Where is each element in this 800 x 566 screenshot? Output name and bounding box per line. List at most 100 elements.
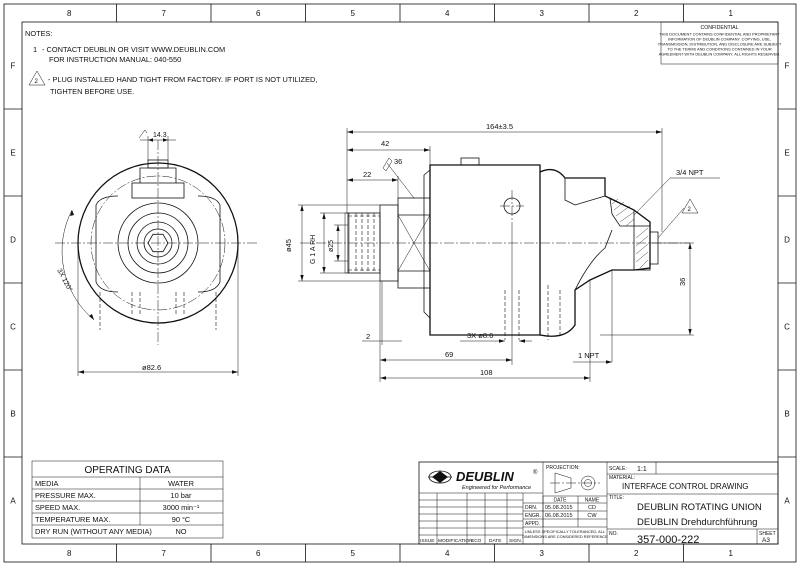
note2-flag-number: 2 (688, 207, 692, 213)
zone-column-label: 6 (256, 549, 261, 558)
note2-triangle (28, 70, 46, 86)
dim-front-diameter: ø82.6 (142, 363, 161, 372)
dim-2: 2 (366, 332, 370, 341)
note2-line2: TIGHTEN BEFORE USE. (50, 87, 134, 96)
zone-row-label: D (10, 236, 16, 245)
port-bottom-label: 1 NPT (578, 351, 600, 360)
op-value-media: WATER (168, 479, 194, 488)
dim-108: 108 (480, 368, 493, 377)
zone-column-label: 6 (256, 9, 261, 18)
op-label-pressure: PRESSURE MAX. (35, 491, 96, 500)
zone-row-label: B (784, 410, 789, 419)
rev-col-date: DATE (489, 538, 501, 544)
scale-value: 1:1 (637, 466, 647, 473)
zone-row-label: E (10, 149, 15, 158)
dim-thread: G 1 A RH (310, 235, 317, 264)
number-label: NO. (609, 531, 618, 537)
rev-col-sign: SIGN. (509, 538, 522, 544)
confidential-line: TRANSMISSION, DISTRIBUTION, AND DISCLOSU… (658, 42, 782, 47)
rev-col-modification: MODIFICATION (438, 538, 473, 544)
dim-42: 42 (381, 139, 389, 148)
engr-label: ENGR. (525, 513, 541, 519)
drawing-title-line2: DEUBLIN Drehdurchführung (637, 517, 757, 528)
dim-front-slot: 14.3 (153, 132, 167, 139)
zone-column-label: 7 (162, 9, 167, 18)
drn-date: 05.08.2015 (545, 505, 573, 511)
zone-column-label: 4 (445, 549, 450, 558)
approval-name-head: NAME (585, 498, 600, 504)
side-view: 164±3.5 42 22 36 ø45 G 1 A RH ø25 2 (284, 122, 720, 382)
sheet-label: SHEET (759, 531, 776, 537)
dim-overall-length: 164±3.5 (486, 122, 513, 131)
projection-symbol (550, 472, 600, 494)
op-value-dry-run: NO (175, 527, 186, 536)
dim-wrench: 36 (394, 157, 402, 166)
note1-line1: - CONTACT DEUBLIN OR VISIT WWW.DEUBLIN.C… (42, 45, 225, 54)
zone-column-label: 5 (351, 9, 356, 18)
operating-data-title: OPERATING DATA (84, 465, 170, 476)
drawing-number: 357-000-222 (637, 534, 699, 546)
op-value-speed: 3000 min⁻¹ (163, 503, 200, 512)
deublin-logo (428, 470, 452, 484)
op-label-dry-run: DRY RUN (WITHOUT ANY MEDIA) (35, 527, 152, 536)
zone-row-label: D (784, 236, 790, 245)
drawing-title-line1: DEUBLIN ROTATING UNION (637, 502, 762, 513)
zone-column-label: 1 (729, 549, 734, 558)
drawing-type: INTERFACE CONTROL DRAWING (622, 482, 749, 491)
zone-row-label: F (11, 62, 16, 71)
zone-column-label: 5 (351, 549, 356, 558)
dim-22: 22 (363, 170, 371, 179)
scale-label: SCALE: (609, 466, 627, 472)
revision-grid: ISSUE MODIFICATION ECO DATE SIGN. (419, 493, 524, 544)
confidential-line: AGREEMENT WITH DEUBLIN COMPANY. ALL RIGH… (659, 52, 781, 57)
brand-mark: ® (533, 469, 538, 476)
zone-column-label: 3 (540, 9, 545, 18)
confidential-box: CONFIDENTIAL THIS DOCUMENT CONTAINS CONF… (658, 21, 782, 65)
dim-69: 69 (445, 350, 453, 359)
zone-row-label: F (785, 62, 790, 71)
note2-line1: - PLUG INSTALLED HAND TIGHT FROM FACTORY… (48, 75, 317, 84)
material-label: MATERIAL: (609, 475, 635, 481)
zone-column-label: 2 (634, 549, 639, 558)
confidential-line: INFORMATION OF DEUBLIN COMPANY. COPYING,… (668, 37, 771, 42)
title-block: DEUBLIN ® Engineered for Performance ISS… (418, 461, 779, 546)
approval-date-head: DATE (554, 498, 568, 504)
op-label-speed: SPEED MAX. (35, 503, 80, 512)
rev-col-eco: ECO (471, 538, 482, 544)
op-label-temperature: TEMPERATURE MAX. (35, 515, 110, 524)
zone-column-label: 2 (634, 9, 639, 18)
zone-row-label: B (10, 410, 15, 419)
dim-holes-86: 3X ø8.6 (467, 331, 493, 340)
appd-label: APPD. (525, 521, 540, 527)
zone-row-label: E (784, 149, 789, 158)
sheet-value: A3 (762, 537, 770, 544)
notes: NOTES: 1 - CONTACT DEUBLIN OR VISIT WWW.… (25, 29, 317, 96)
projection-label: PROJECTION: (546, 465, 580, 471)
confidential-title: CONFIDENTIAL (700, 25, 738, 31)
op-value-pressure: 10 bar (171, 491, 192, 500)
port-top-label: 3/4 NPT (676, 168, 704, 177)
confidential-line: TO THE TERMS AND CONDITIONS CONTAINED IN… (667, 47, 771, 52)
tolerance-line1: UNLESS SPECIFICALLY TOLERANCED, ALL (525, 529, 606, 534)
confidential-line: THIS DOCUMENT CONTAINS CONFIDENTIAL AND … (659, 32, 780, 37)
notes-title: NOTES: (25, 29, 53, 38)
drn-label: DRN. (525, 505, 537, 511)
note1-number: 1 (33, 45, 37, 54)
op-label-media: MEDIA (35, 479, 58, 488)
dim-diameter-25: ø25 (328, 240, 335, 252)
op-value-temperature: 90 °C (172, 515, 191, 524)
rev-col-issue: ISSUE (420, 538, 434, 544)
brand-name: DEUBLIN (456, 469, 514, 484)
zone-column-label: 7 (162, 549, 167, 558)
zone-row-label: C (10, 323, 16, 332)
brand-tagline: Engineered for Performance (462, 485, 531, 491)
zone-column-label: 8 (67, 9, 72, 18)
zone-ticks (4, 4, 796, 562)
zone-row-label: A (784, 497, 790, 506)
note2-number: 2 (35, 79, 39, 85)
tolerance-line2: DIMENSIONS ARE CONSIDERED REFERENCE (522, 534, 608, 539)
zone-row-label: C (784, 323, 790, 332)
drn-name: CD (588, 505, 596, 511)
engr-name: CW (587, 513, 597, 519)
